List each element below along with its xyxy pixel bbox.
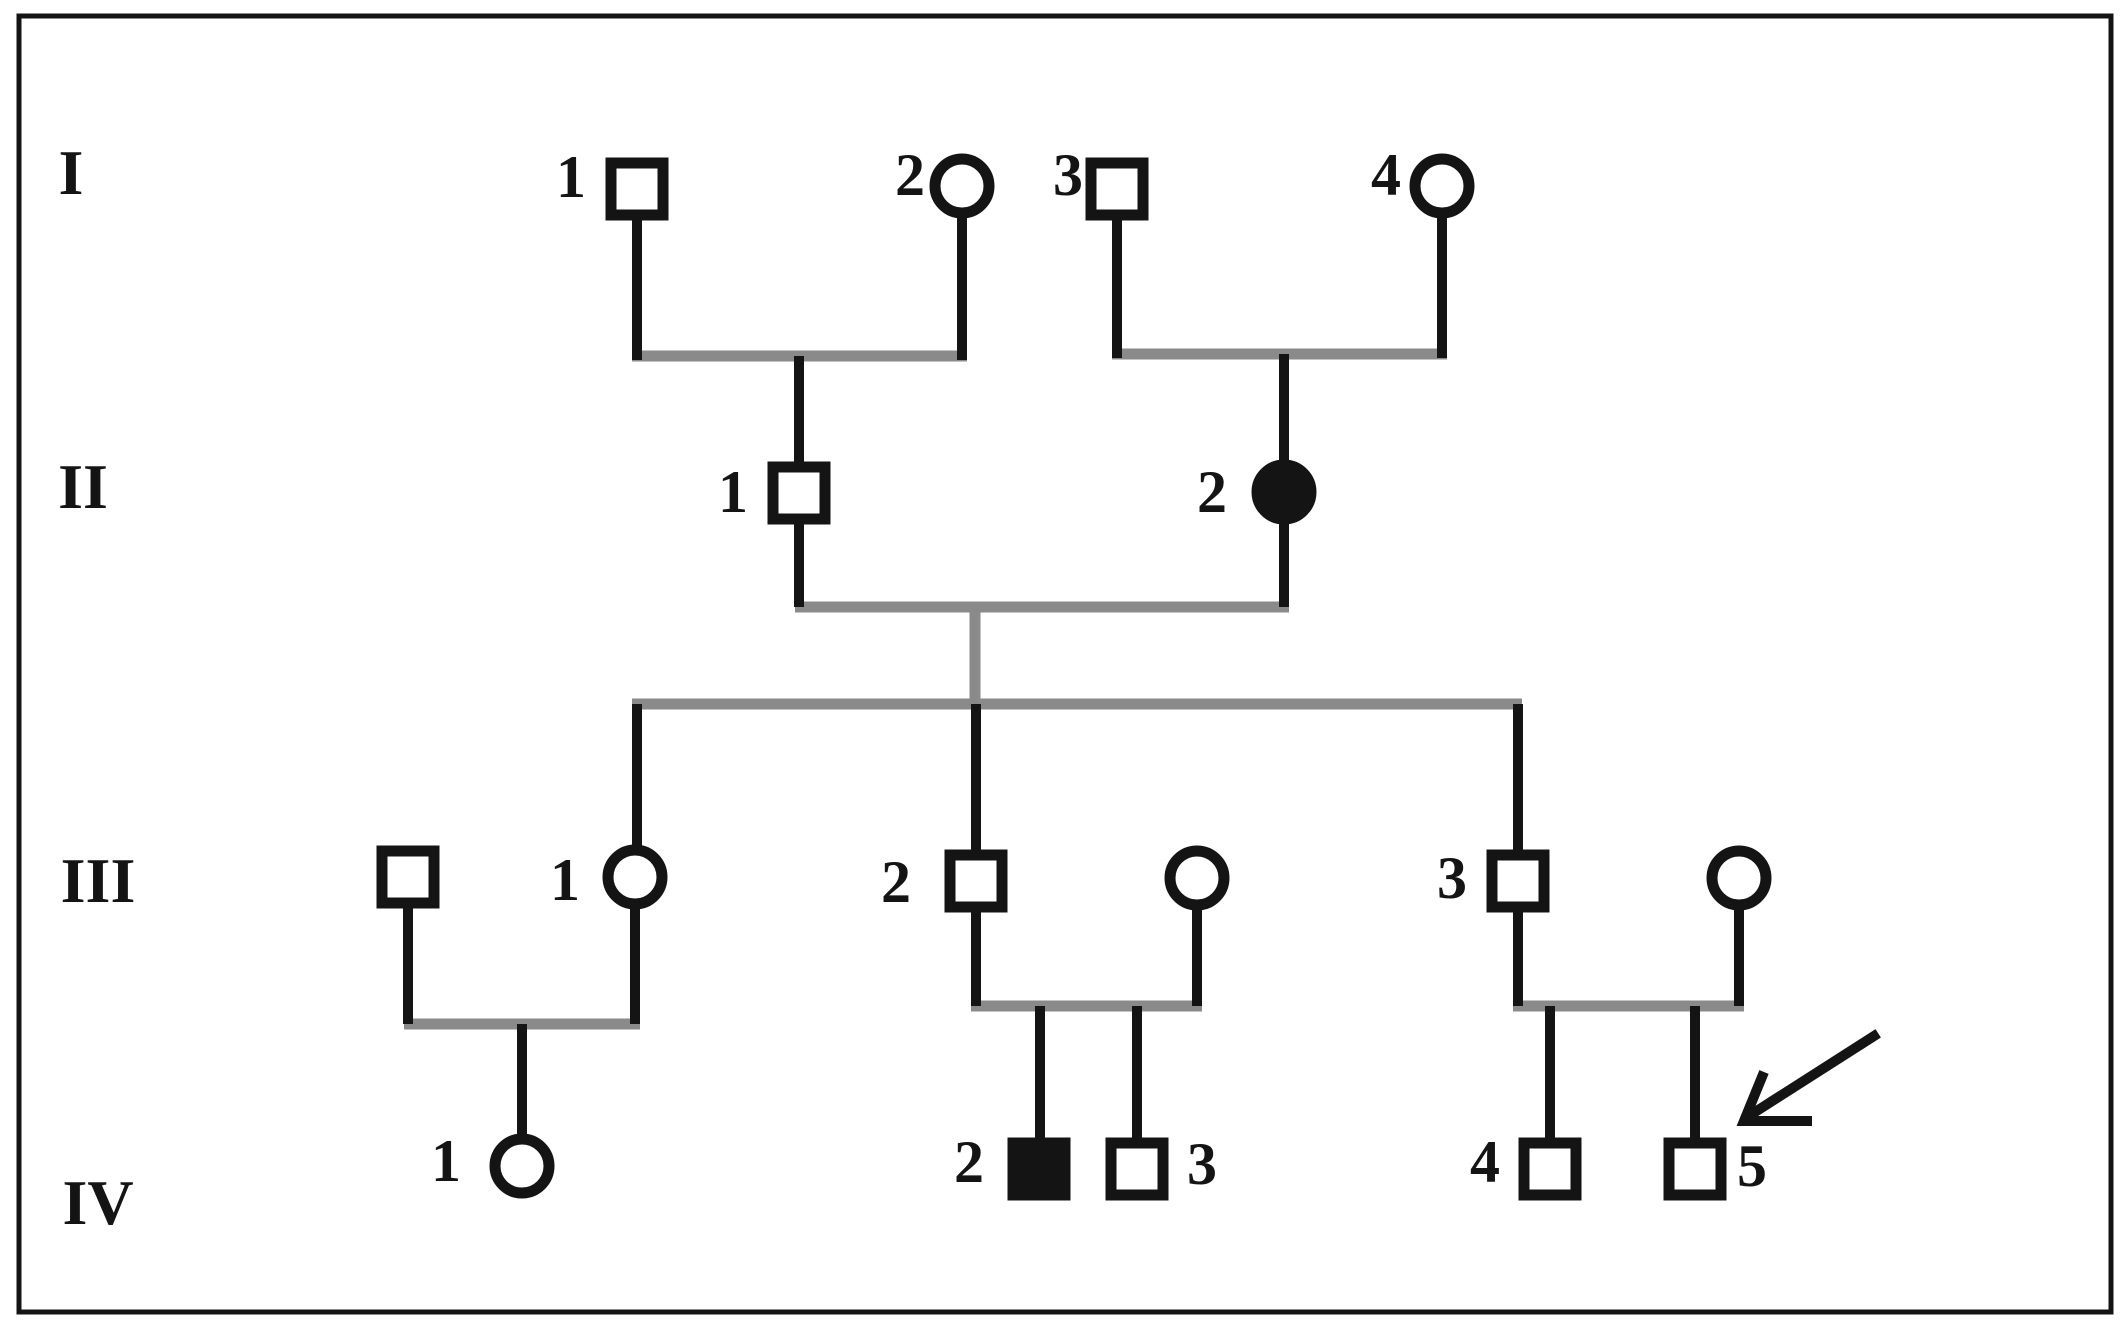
individual-I-4 bbox=[1409, 153, 1475, 219]
individual-label-III-2: 2 bbox=[881, 849, 911, 915]
generation-label-IV: IV bbox=[62, 1167, 133, 1238]
individual-label-III-1: 1 bbox=[550, 847, 580, 913]
individual-IV-4 bbox=[1518, 1137, 1582, 1201]
individual-label-IV-2: 2 bbox=[954, 1129, 984, 1195]
individual-III-spouse-b bbox=[1164, 845, 1230, 911]
individual-label-I-4: 4 bbox=[1371, 142, 1401, 208]
generation-label-II: II bbox=[58, 451, 108, 522]
individual-II-2-affected bbox=[1251, 459, 1317, 525]
individual-I-2 bbox=[929, 153, 995, 219]
individual-IV-3 bbox=[1105, 1137, 1169, 1201]
individual-label-I-1: 1 bbox=[556, 144, 586, 210]
individual-label-IV-5: 5 bbox=[1737, 1133, 1767, 1199]
individual-III-spouse-a bbox=[376, 845, 440, 909]
individual-III-3 bbox=[1486, 849, 1550, 913]
individual-label-II-2: 2 bbox=[1197, 459, 1227, 525]
individual-label-I-3: 3 bbox=[1053, 142, 1083, 208]
individual-III-1 bbox=[602, 844, 668, 910]
proband-arrow-head-icon bbox=[1736, 1070, 1812, 1126]
generation-label-III: III bbox=[61, 845, 136, 916]
individual-I-1 bbox=[605, 157, 669, 221]
individual-label-IV-1: 1 bbox=[431, 1128, 461, 1194]
individual-label-I-2: 2 bbox=[895, 142, 925, 208]
individual-IV-1 bbox=[489, 1133, 555, 1199]
individual-I-3 bbox=[1085, 157, 1149, 221]
individual-label-IV-3: 3 bbox=[1187, 1131, 1217, 1197]
individual-label-II-1: 1 bbox=[718, 459, 748, 525]
individual-III-spouse-c bbox=[1706, 845, 1772, 911]
individual-II-1 bbox=[767, 461, 831, 525]
individual-label-IV-4: 4 bbox=[1470, 1129, 1500, 1195]
individual-label-III-3: 3 bbox=[1437, 845, 1467, 911]
individual-III-2 bbox=[944, 849, 1008, 913]
individual-IV-5 bbox=[1663, 1137, 1727, 1201]
individual-IV-2-affected bbox=[1007, 1137, 1071, 1201]
figure-border bbox=[16, 13, 2114, 1315]
proband-arrow-shaft bbox=[1745, 1029, 1881, 1121]
generation-label-I: I bbox=[59, 137, 84, 208]
